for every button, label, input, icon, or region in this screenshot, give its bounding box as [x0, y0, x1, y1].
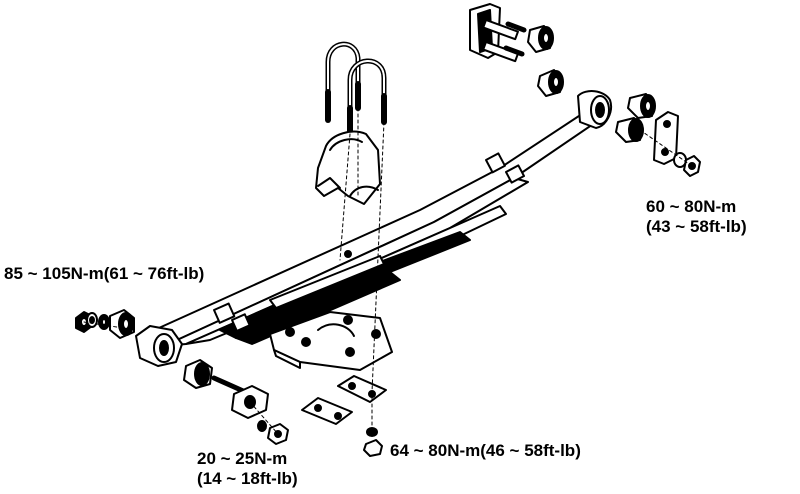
shackle-nut	[673, 152, 701, 177]
shock-bolt-nut	[267, 423, 289, 445]
shock-bolt-washer	[257, 420, 267, 432]
u-bolt-plate-2	[337, 375, 387, 403]
shackle-bushing-middle	[537, 69, 564, 97]
torque-front-eye-bolt: 85 ~ 105N-m(61 ~ 76ft-lb)	[4, 264, 204, 284]
shackle-bushing-upper	[527, 25, 554, 53]
u-bolt-nut	[363, 427, 383, 457]
spring-rear-eye	[577, 90, 612, 129]
rear-bushing-upper	[627, 93, 656, 119]
spring-front-eye	[135, 325, 183, 367]
torque-shock-mount-line1: 20 ~ 25N-m	[197, 449, 288, 468]
torque-shock-mount-line2: (14 ~ 18ft-lb)	[197, 469, 298, 488]
u-bolt-plate-1	[301, 397, 353, 425]
torque-shock-mount-bolt: 20 ~ 25N-m (14 ~ 18ft-lb)	[197, 449, 298, 489]
shock-mount-bolt	[211, 375, 269, 419]
lower-bushing	[183, 359, 213, 389]
shackle-bracket	[469, 3, 527, 63]
u-bolt-front	[325, 41, 361, 123]
torque-rear-shackle-line1: 60 ~ 80N-m	[646, 197, 737, 216]
u-bolt-rear	[347, 58, 387, 137]
spring-seat-plate	[269, 311, 393, 371]
rear-bushing-lower	[615, 117, 644, 143]
front-eye-bushing	[109, 309, 135, 339]
front-eye-washer	[86, 312, 98, 328]
torque-rear-shackle-line2: (43 ~ 58ft-lb)	[646, 217, 747, 236]
torque-front-eye-bolt-text: 85 ~ 105N-m(61 ~ 76ft-lb)	[4, 264, 205, 283]
front-eye-washer-2	[98, 314, 110, 330]
torque-rear-shackle: 60 ~ 80N-m (43 ~ 58ft-lb)	[646, 197, 747, 237]
torque-u-bolt-nut: 64 ~ 80N-m(46 ~ 58ft-lb)	[390, 441, 581, 461]
assembly-lines	[83, 107, 693, 435]
leaf-spring	[149, 109, 603, 347]
torque-u-bolt-nut-text: 64 ~ 80N-m(46 ~ 58ft-lb)	[390, 441, 581, 460]
axle-saddle	[315, 130, 381, 205]
